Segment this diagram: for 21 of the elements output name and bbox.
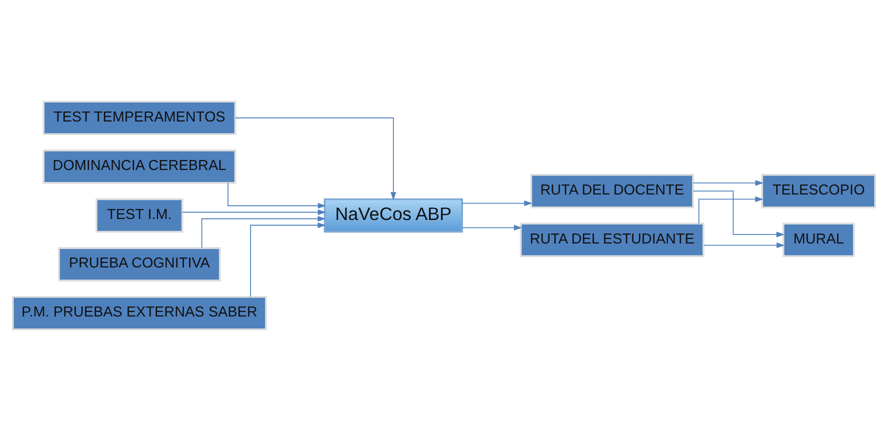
arrow	[462, 224, 522, 230]
arrow	[703, 242, 785, 248]
arrow	[462, 200, 532, 206]
arrow	[698, 196, 764, 224]
node-box: DOMINANCIA CEREBRAL	[42, 149, 236, 184]
node-box: TEST TEMPERAMENTOS	[42, 100, 236, 135]
arrow	[250, 222, 326, 297]
node-box: RUTA DEL ESTUDIANTE	[520, 222, 704, 257]
node-box: PRUEBA COGNITIVA	[58, 246, 221, 281]
arrow	[228, 182, 326, 208]
node-box: TELESCOPIO	[761, 173, 876, 208]
node-box: NaVeCos ABP	[324, 198, 463, 232]
arrow	[234, 116, 396, 200]
node-box: TEST I.M.	[96, 198, 184, 232]
node-box: P.M. PRUEBAS EXTERNAS SABER	[12, 295, 267, 330]
node-box: MURAL	[782, 222, 855, 257]
arrow	[182, 208, 326, 215]
arrow	[692, 190, 785, 237]
node-box: RUTA DEL DOCENTE	[530, 173, 694, 208]
arrow	[201, 215, 326, 248]
arrow	[692, 180, 764, 186]
